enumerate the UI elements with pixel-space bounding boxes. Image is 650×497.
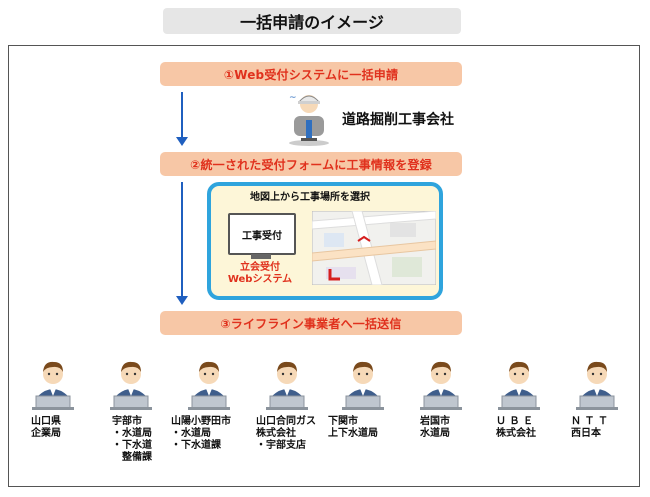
recipient-label: 山口県企業局 (31, 416, 61, 440)
person-with-laptop-icon (342, 361, 384, 410)
recipient-label-line: 西日本 (571, 428, 601, 439)
system-name: 立会受付 Webシステム (212, 262, 308, 286)
company-label: 道路掘削工事会社 (342, 112, 454, 128)
flow-arrow-2-line (181, 182, 183, 297)
person-with-laptop-icon (32, 361, 74, 410)
recipient-label-line: Ｎ Ｔ Ｔ (571, 416, 608, 427)
recipient-label-line: 宇部市 (112, 416, 142, 427)
recipient-label-line: 岩国市 (420, 416, 450, 427)
recipient-label: 山陽小野田市・水道局・下水道課 (171, 416, 231, 452)
system-name-line-2: Webシステム (227, 274, 293, 285)
recipient-label-line: ・水道局 (112, 428, 152, 439)
person-with-laptop-icon (188, 361, 230, 410)
recipient-label-line: 整備課 (112, 452, 152, 463)
recipient-label-line: ・下水道課 (171, 440, 221, 451)
svg-text:~: ~ (289, 93, 297, 103)
system-name-line-1: 立会受付 (240, 262, 280, 273)
recipient-label: 宇部市・水道局・下水道 整備課 (112, 416, 152, 464)
recipient-label-line: ・水道局 (171, 428, 211, 439)
person-with-laptop-icon (110, 361, 152, 410)
recipient-label-line: 山陽小野田市 (171, 416, 231, 427)
flow-arrow-1-line (181, 92, 183, 138)
recipient-label-line: 山口合同ガス (256, 416, 316, 427)
recipient-label-line: 株式会社 (496, 428, 536, 439)
recipient-label-line: 山口県 (31, 416, 61, 427)
map-panel-title: 地図上から工事場所を選択 (250, 192, 370, 203)
monitor-stand (251, 254, 271, 259)
recipient-label-line: ・宇部支店 (256, 440, 306, 451)
map-thumbnail-icon (312, 211, 436, 285)
person-with-laptop-icon (420, 361, 462, 410)
person-with-laptop-icon (266, 361, 308, 410)
recipient-label-line: 水道局 (420, 428, 450, 439)
person-with-laptop-icon (498, 361, 540, 410)
recipient-label-line: 企業局 (31, 428, 61, 439)
recipient-label: 岩国市水道局 (420, 416, 450, 440)
recipient-label-line: 株式会社 (256, 428, 296, 439)
step-3-banner: ③ライフライン事業者へ一括送信 (160, 311, 462, 335)
monitor-screen: 工事受付 (228, 213, 296, 255)
flow-arrow-1-head (176, 137, 188, 146)
diagram-title: 一括申請のイメージ (163, 8, 461, 34)
monitor-label: 工事受付 (242, 230, 282, 242)
recipient-label: 山口合同ガス株式会社・宇部支店 (256, 416, 316, 452)
flow-arrow-2-head (176, 296, 188, 305)
recipient-label-line: Ｕ Ｂ Ｅ (496, 416, 533, 427)
recipient-label-line: 下関市 (328, 416, 358, 427)
diagram-frame (8, 45, 640, 487)
recipient-label-line: 上下水道局 (328, 428, 378, 439)
step-2-banner: ②統一された受付フォームに工事情報を登録 (160, 152, 462, 176)
step-1-banner: ①Web受付システムに一括申請 (160, 62, 462, 86)
construction-worker-icon: ~ (289, 93, 329, 146)
person-with-laptop-icon (576, 361, 618, 410)
recipient-label-line: ・下水道 (112, 440, 152, 451)
recipient-label: 下関市上下水道局 (328, 416, 378, 440)
